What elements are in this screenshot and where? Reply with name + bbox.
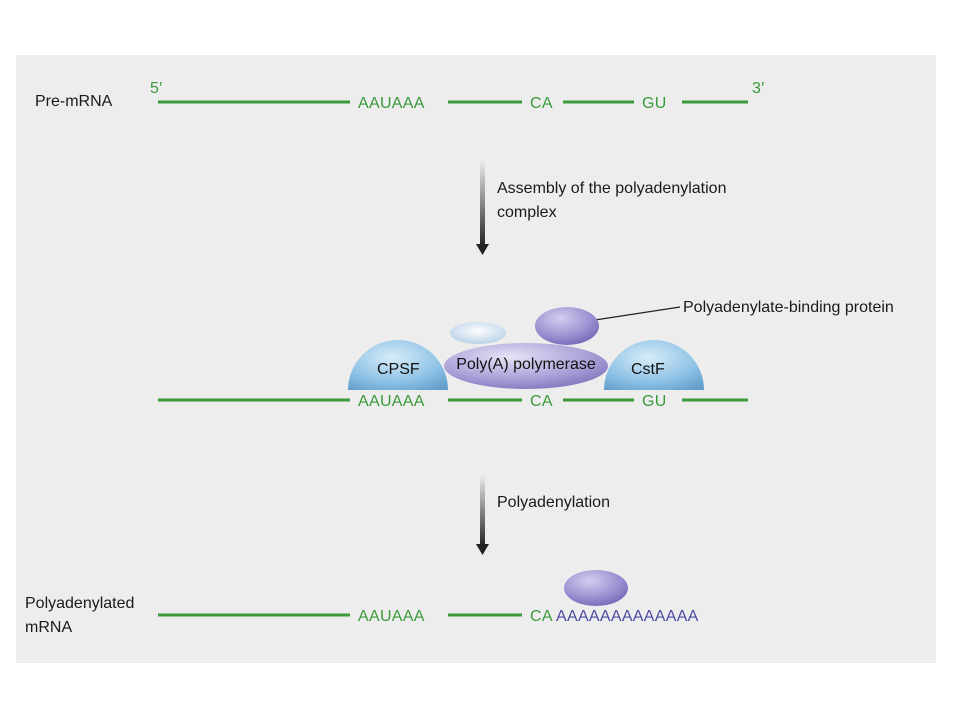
polyadenylation-step: Polyadenylation: [476, 475, 610, 555]
polyadenylate-binding-protein-shape: [535, 307, 599, 345]
down-arrow-icon: [476, 160, 489, 255]
assembly-step: Assembly of the polyadenylation complex: [476, 160, 726, 255]
ghost-protein-shape: [450, 322, 506, 344]
five-prime-label: 5′: [150, 80, 163, 97]
polyadenylation-step-label: Polyadenylation: [497, 494, 610, 511]
gu-element: GU: [642, 95, 667, 112]
cpsf-label: CPSF: [377, 361, 420, 378]
gu-element: GU: [642, 393, 667, 410]
down-arrow-icon: [476, 475, 489, 555]
ca-site: CA: [530, 608, 553, 625]
assembly-step-label-line1: Assembly of the polyadenylation: [497, 180, 726, 197]
cstf-shape: [604, 340, 704, 390]
pre-mrna-row: Pre-mRNA 5′ 3′ AAUAAA CA GU: [35, 80, 765, 112]
ca-site: CA: [530, 393, 553, 410]
binding-protein-pointer: [594, 306, 681, 321]
complex-row: Polyadenylate-binding protein CPSF CstF …: [158, 299, 894, 410]
poly-a-tail: AAAAAAAAAAAAA: [556, 608, 699, 625]
ca-site: CA: [530, 95, 553, 112]
polyadenylated-row: Polyadenylated mRNA AAUAAA CA AAAAAAAAAA…: [25, 570, 699, 636]
polyadenylated-label-line2: mRNA: [25, 619, 72, 636]
cpsf-shape: [348, 340, 448, 390]
binding-protein-label: Polyadenylate-binding protein: [683, 299, 894, 316]
aauaaa-signal: AAUAAA: [358, 95, 425, 112]
polyadenylated-label-line1: Polyadenylated: [25, 595, 134, 612]
three-prime-label: 3′: [752, 80, 765, 97]
aauaaa-signal: AAUAAA: [358, 393, 425, 410]
poly-a-polymerase-label: Poly(A) polymerase: [456, 356, 596, 373]
poly-a-polymerase-shape: [444, 343, 608, 389]
pre-mrna-label: Pre-mRNA: [35, 93, 113, 110]
aauaaa-signal: AAUAAA: [358, 608, 425, 625]
assembly-step-label-line2: complex: [497, 204, 557, 221]
polyadenylate-binding-protein-shape: [564, 570, 628, 606]
cstf-label: CstF: [631, 361, 665, 378]
